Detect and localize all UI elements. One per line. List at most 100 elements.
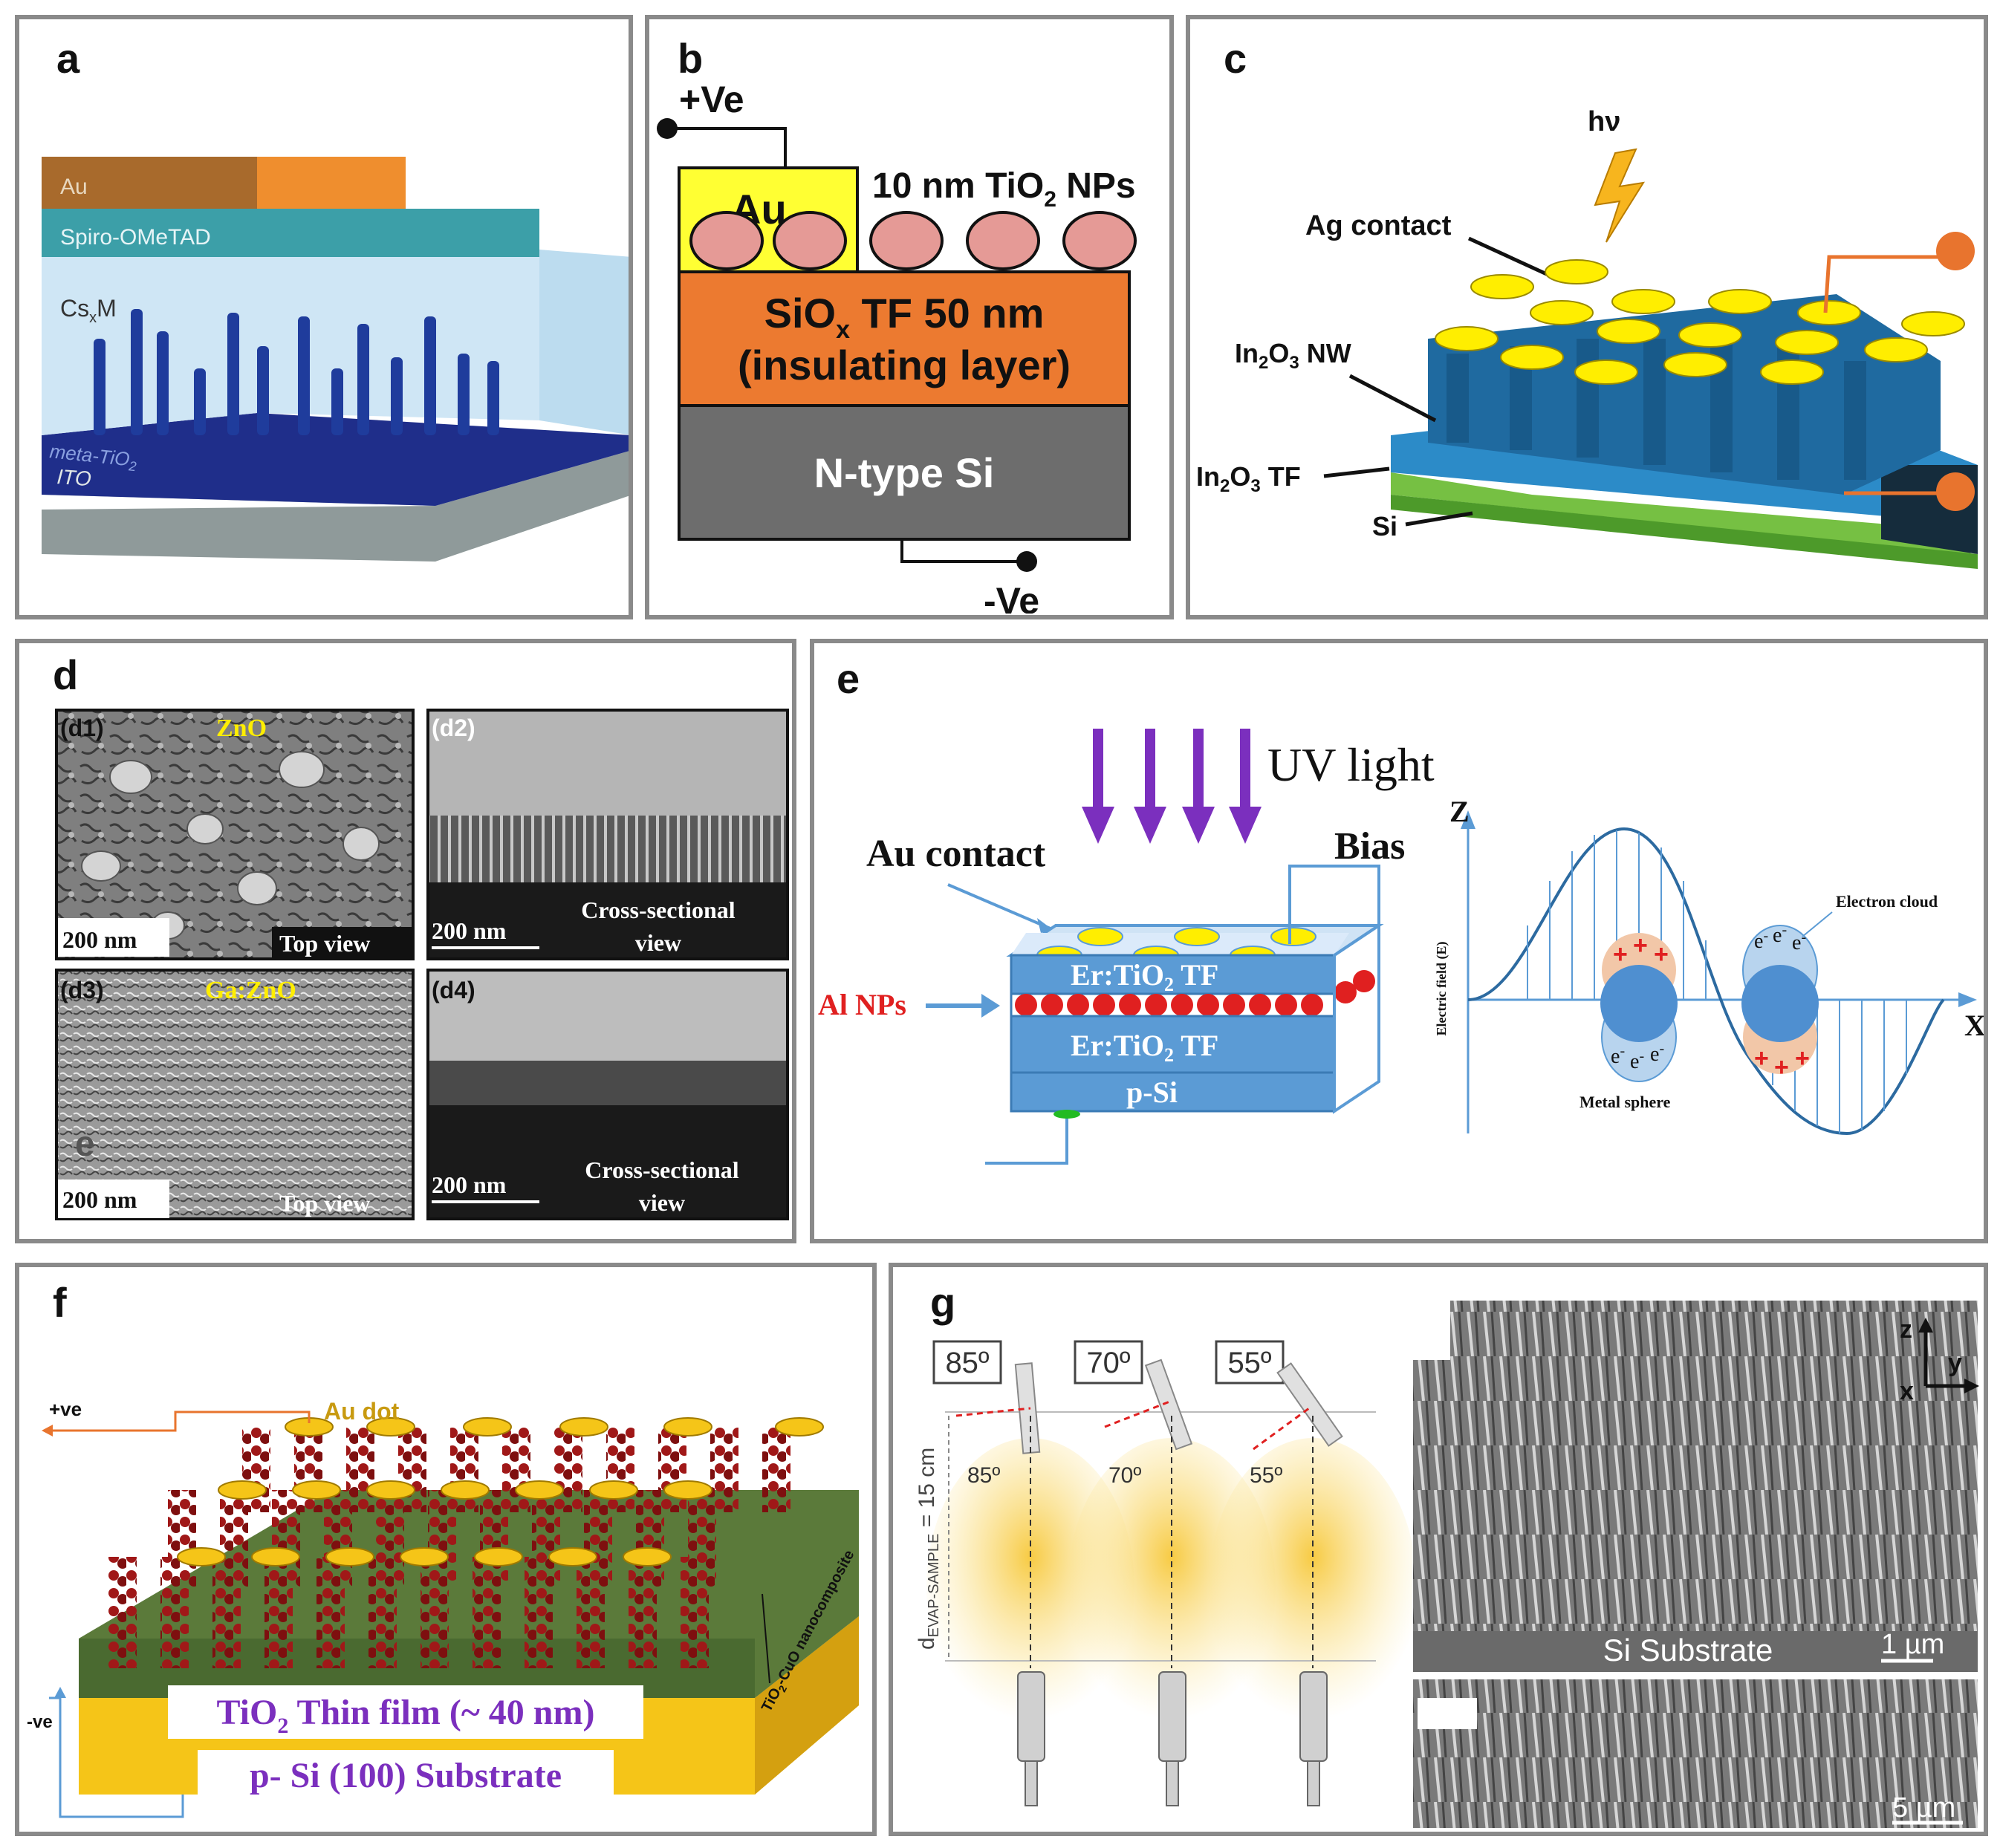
label-substrate: p- Si (100) Substrate: [250, 1756, 562, 1795]
label-pos-ve: +ve: [49, 1398, 82, 1420]
label-zno: ZnO: [216, 715, 267, 742]
panel-label-a: a: [56, 35, 80, 82]
pos-wire: [49, 1411, 311, 1432]
evaporator-55: [1299, 1671, 1328, 1806]
label-bias: Bias: [1334, 825, 1405, 868]
metal-sphere-1: [1600, 965, 1678, 1042]
neg-arrowhead: [54, 1687, 66, 1698]
sem-d1-grains: [81, 751, 380, 940]
al-arrowhead: [981, 994, 1000, 1018]
scale-1um: 1 µm: [1881, 1629, 1944, 1660]
neg-terminal: [1016, 551, 1037, 572]
nw-leader: [1348, 374, 1437, 423]
angle-inline-55: 55º: [1250, 1463, 1282, 1488]
label-ntype-si: N-type Si: [814, 449, 995, 496]
plus-1a: +: [1613, 940, 1628, 969]
panel-label-d: d: [53, 651, 79, 698]
label-spiro: Spiro-OMeTAD: [60, 225, 211, 250]
spiro-layer: [42, 209, 539, 257]
d1-scale-box: [58, 918, 169, 957]
label-in2o3-nw: In2O3 NW: [1235, 338, 1351, 373]
au-contact-arrow: [947, 883, 1053, 931]
substrate-label-box: [198, 1750, 614, 1799]
electron-2a: e-: [1754, 928, 1768, 953]
nanocomposite-leader: [762, 1593, 770, 1684]
panel-a: a Au Spiro-OMeTAD: [15, 15, 633, 619]
panel-d: d: [15, 639, 796, 1243]
label-gazno: Ga:ZnO: [205, 977, 296, 1004]
ground-wire: [985, 1111, 1068, 1165]
sem-d2-surface: [429, 712, 786, 816]
label-insulating: (insulating layer): [738, 342, 1071, 388]
label-d3: (d3): [60, 977, 104, 1003]
angle-label-55: 55º: [1227, 1347, 1271, 1379]
d4-cross-2: view: [639, 1189, 685, 1216]
tf-label-box: [168, 1685, 643, 1739]
top-contact-wire: [1823, 255, 1948, 313]
si-layer: [1391, 472, 1978, 554]
label-d1: (d1): [60, 715, 104, 741]
p-si-layer: [1010, 1071, 1336, 1113]
angle-label-85: 85º: [945, 1347, 989, 1379]
electron-1b: e-: [1630, 1048, 1644, 1073]
label-csxm: CsxM: [60, 295, 117, 326]
angle-inline-70: 70º: [1108, 1463, 1141, 1488]
label-neg-ve: -Ve: [984, 580, 1039, 614]
tf-leader: [1323, 466, 1390, 478]
label-si: Si: [1372, 511, 1397, 541]
sem-image-grid: (d1) ZnO 200 nm Top view (d2) 200 nm Cro…: [55, 709, 789, 1220]
label-efield: Electric field (E): [1434, 942, 1449, 1036]
p-si-side: [755, 1616, 859, 1795]
d3-scale-box: [58, 1180, 169, 1218]
red-dash-85: [955, 1407, 1031, 1417]
bias-wire: [1288, 865, 1380, 944]
angle-inline-85: 85º: [967, 1463, 1000, 1488]
ag-leader: [1467, 236, 1559, 282]
device-right-side: [1333, 923, 1380, 1114]
tio2-nanoparticles: [689, 211, 1137, 270]
bottom-contact: [1053, 1110, 1080, 1119]
label-d4: (d4): [432, 977, 475, 1003]
d2-cross-2: view: [635, 929, 681, 956]
sem-bottom-image: [1413, 1679, 1978, 1828]
z-arrowhead: [1461, 810, 1475, 829]
d1-top-view: Top view: [279, 930, 370, 957]
e-field-vectors: [1527, 830, 1907, 1133]
d3-e-mark: e: [75, 1125, 95, 1164]
x-arrowhead: [1958, 992, 1977, 1007]
angle-label-70: 70º: [1086, 1347, 1130, 1379]
d1-top-box: [272, 927, 412, 958]
red-dash-70: [1104, 1399, 1172, 1428]
label-tio2-nps: 10 nm TiO2 NPs: [872, 166, 1136, 212]
sem-d2-substrate: [429, 882, 786, 957]
sem-bottom-mask: [1418, 1698, 1477, 1729]
d2-cross-1: Cross-sectional: [581, 897, 736, 923]
label-in2o3-tf: In2O3 TF: [1196, 461, 1301, 496]
sem-d4-film: [429, 1061, 786, 1105]
uv-arrows: [1082, 729, 1262, 844]
sem-d3: [55, 969, 415, 1220]
csxm-side: [539, 250, 629, 435]
er-tio2-top: [1010, 954, 1336, 995]
plus-2b: +: [1774, 1053, 1789, 1081]
pos-arrowhead: [42, 1425, 53, 1437]
axis-x-label: x: [1900, 1377, 1914, 1405]
evaporator-85: [1017, 1671, 1045, 1806]
sem-d4-surface: [429, 972, 786, 1061]
label-uv-light: UV light: [1267, 738, 1435, 791]
label-au-dot: Au dot: [324, 1398, 400, 1425]
plus-2a: +: [1754, 1044, 1769, 1073]
panel-label-g: g: [930, 1279, 956, 1326]
au-dots: [177, 1417, 824, 1566]
siox-layer: [678, 270, 1131, 407]
top-terminal: [1936, 232, 1975, 270]
sem-top-substrate: [1413, 1631, 1978, 1672]
label-distance: dEVAP-SAMPLE = 15 cm: [915, 1448, 942, 1650]
label-pos-ve: +Ve: [679, 79, 744, 120]
plus-2c: +: [1795, 1044, 1810, 1073]
electron-1c: e-: [1650, 1041, 1664, 1066]
electron-2c: e-: [1792, 929, 1806, 954]
pos-wire: [667, 127, 787, 168]
label-ag-contact: Ag contact: [1305, 210, 1452, 241]
scale-5um: 5 µm: [1892, 1792, 1955, 1823]
